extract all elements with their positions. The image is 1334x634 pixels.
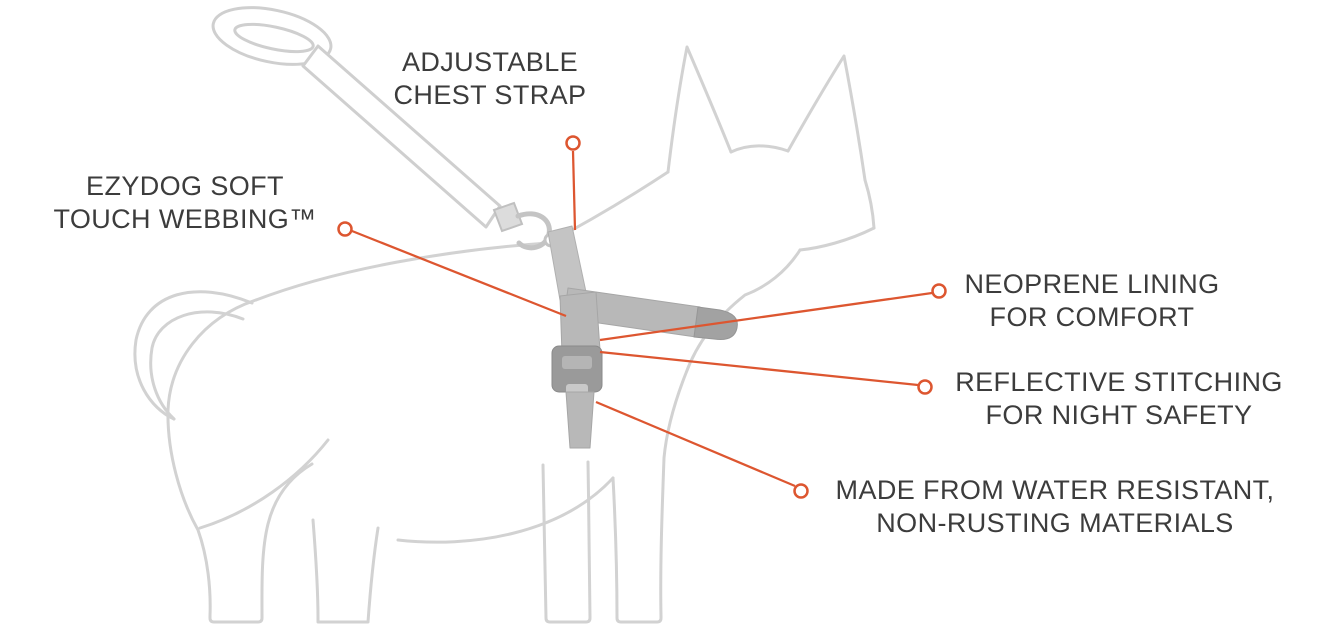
dog-belly: [396, 476, 615, 544]
label-adjustable-chest-strap: ADJUSTABLE CHEST STRAP: [383, 46, 597, 112]
dog-front-ear: [786, 54, 867, 182]
harness-top-strap: [547, 225, 587, 301]
dog-illustration: [133, 45, 876, 624]
callout-line-webbing: [351, 229, 567, 318]
label-reflective-stitching: REFLECTIVE STITCHING FOR NIGHT SAFETY: [948, 366, 1290, 432]
label-line: CHEST STRAP: [393, 80, 587, 110]
label-line: EZYDOG SOFT: [86, 171, 284, 201]
label-line: MADE FROM WATER RESISTANT,: [835, 475, 1275, 505]
callout-dot-webbing: [337, 221, 353, 237]
dog-far-hind-leg: [311, 518, 380, 624]
label-line: FOR NIGHT SAFETY: [985, 400, 1253, 430]
dog-tail: [133, 290, 254, 421]
dog-muzzle: [863, 178, 876, 230]
harness-buckle-slot: [562, 356, 592, 369]
leash: [211, 6, 559, 251]
dog-back-ear: [666, 45, 733, 174]
callout-line-chest-strap: [571, 150, 577, 231]
label-neoprene-lining: NEOPRENE LINING FOR COMFORT: [960, 268, 1224, 334]
leash-clip-body: [492, 201, 524, 233]
callout-dot-materials: [793, 483, 809, 499]
label-line: NON-RUSTING MATERIALS: [876, 508, 1234, 538]
harness-chest-strap-lower: [565, 391, 595, 449]
dog-mouth: [798, 226, 876, 252]
dog-back: [254, 241, 550, 302]
callouts: [337, 135, 947, 499]
dog-tail-inner: [149, 310, 245, 421]
callout-dot-reflective: [917, 379, 933, 395]
dog-hind-leg: [166, 298, 314, 624]
callout-line-reflective: [599, 350, 919, 387]
label-soft-touch-webbing: EZYDOG SOFT TOUCH WEBBING™: [25, 170, 345, 236]
callout-line-neoprene: [599, 291, 933, 342]
label-water-resistant-materials: MADE FROM WATER RESISTANT, NON-RUSTING M…: [816, 474, 1294, 540]
callout-dot-chest-strap: [565, 135, 581, 151]
dog-far-front-leg: [541, 460, 592, 624]
leash-strap: [301, 44, 502, 229]
label-line: FOR COMFORT: [989, 302, 1195, 332]
label-line: NEOPRENE LINING: [964, 269, 1220, 299]
label-line: REFLECTIVE STITCHING: [955, 367, 1283, 397]
dog-thigh-line: [198, 438, 330, 530]
harness-chest-strap-upper: [559, 291, 601, 355]
callout-line-materials: [595, 400, 796, 488]
leash-handle-inner: [233, 22, 315, 54]
dog-head-top: [729, 144, 790, 154]
dog-chest-front-leg: [611, 248, 802, 624]
harness: [547, 225, 738, 449]
label-line: ADJUSTABLE: [401, 47, 579, 77]
callout-dot-neoprene: [931, 283, 947, 299]
label-line: TOUCH WEBBING™: [53, 204, 317, 234]
